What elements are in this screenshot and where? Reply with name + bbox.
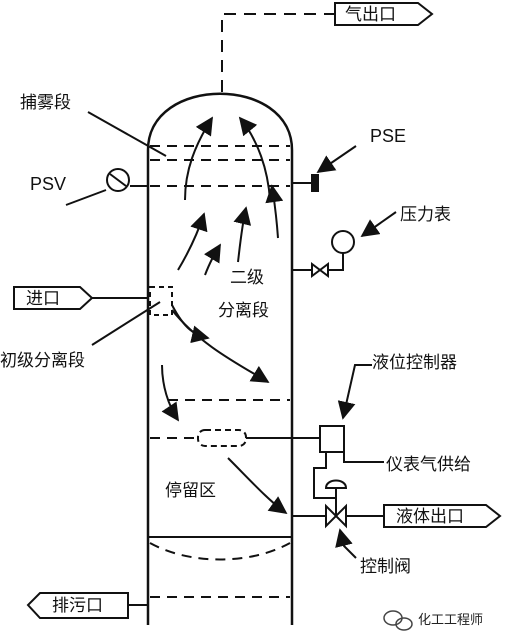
- signal-line: [313, 452, 336, 499]
- vessel-shell: [146, 92, 294, 625]
- pse-label: PSE: [370, 126, 406, 146]
- mist-pointer: [87, 111, 167, 157]
- control-valve-pointer: [335, 528, 357, 559]
- gas-outlet-box: 气出口: [334, 1, 434, 26]
- wechat-icon: [383, 610, 413, 631]
- gas-outlet-pipe: [221, 13, 335, 92]
- psv-pointer: [65, 189, 107, 206]
- retention-zone-label: 停留区: [165, 481, 216, 501]
- control-valve: [324, 479, 348, 529]
- gas-outlet-label: 气出口: [345, 5, 396, 25]
- pressure-gauge: [292, 230, 355, 278]
- level-controller: [319, 425, 345, 453]
- control-valve-label: 控制阀: [360, 557, 411, 577]
- flow-arrows: [161, 116, 288, 515]
- gauge-pointer: [360, 211, 397, 238]
- psv-valve: [106, 168, 148, 192]
- second-stage-label-2: 分离段: [218, 301, 269, 321]
- pressure-gauge-label: 压力表: [400, 205, 451, 225]
- watermark-text: 化工工程师: [418, 613, 483, 628]
- psv-label: PSV: [30, 174, 66, 194]
- level-float: [197, 429, 247, 447]
- lower-head: [148, 536, 292, 561]
- watermark: 化工工程师: [383, 610, 483, 631]
- first-stage-label: 初级分离段: [0, 351, 85, 371]
- internal-levels: [150, 145, 290, 598]
- drain-label: 排污口: [52, 596, 103, 616]
- pse-nozzle: [292, 174, 319, 192]
- mist-section-label: 捕雾段: [20, 93, 71, 113]
- inlet-diverter: [149, 286, 173, 316]
- inlet-label: 进口: [26, 289, 60, 309]
- pse-pointer: [316, 145, 357, 174]
- instrument-air-line: [343, 452, 384, 463]
- drain-box: 排污口: [26, 592, 129, 619]
- first-stage-pointer: [91, 301, 161, 346]
- instrument-air-label: 仪表气供给: [386, 455, 471, 475]
- liquid-outlet-label: 液体出口: [396, 507, 464, 527]
- level-controller-label: 液位控制器: [372, 353, 457, 373]
- liquid-outlet-box: 液体出口: [383, 504, 502, 528]
- level-controller-pointer: [337, 364, 372, 420]
- second-stage-label-1: 二级: [230, 268, 264, 288]
- inlet-box: 进口: [13, 286, 94, 310]
